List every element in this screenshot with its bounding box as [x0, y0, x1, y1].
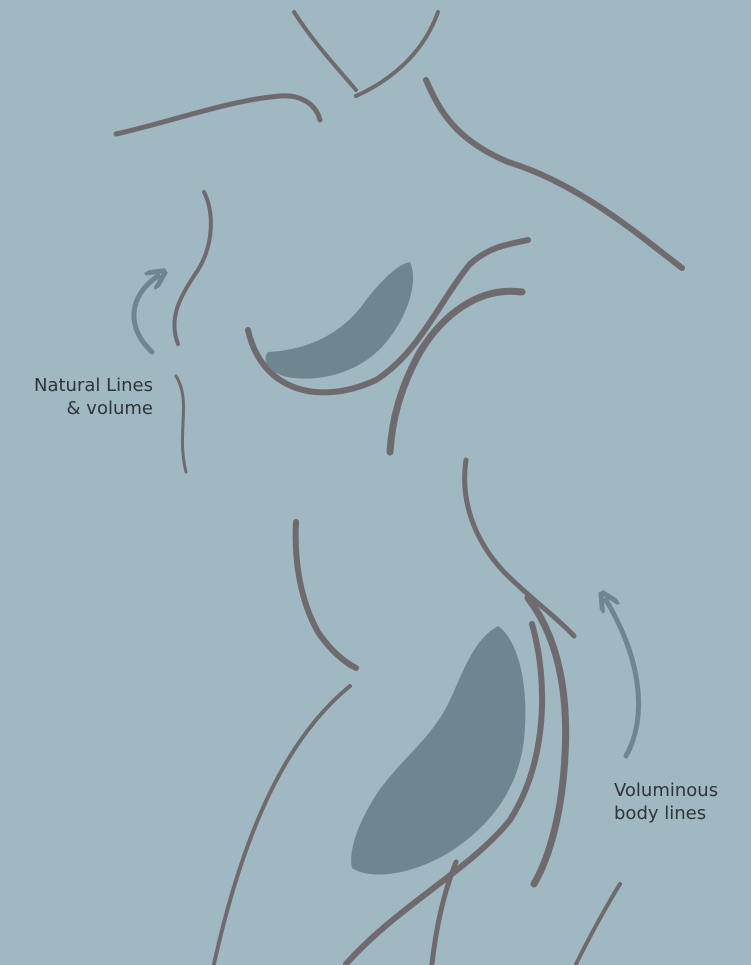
bust-volume-shape	[266, 262, 414, 379]
right-shoulder-line	[426, 80, 682, 268]
upward-curved-arrow-icon	[606, 600, 639, 756]
upward-curved-arrow-icon	[134, 276, 158, 352]
voluminous-body-lines-label: Voluminous body lines	[614, 779, 718, 825]
waist-left-line	[296, 522, 356, 668]
waist-right-line	[465, 460, 574, 636]
left-torso-upper-line	[174, 192, 211, 344]
right-leg-line	[576, 884, 620, 964]
left-torso-lower-line	[176, 376, 186, 472]
hip-volume-shape	[351, 626, 525, 875]
right-torso-line	[390, 291, 522, 452]
left-leg-line	[214, 686, 350, 964]
neck-left-line	[294, 12, 356, 90]
natural-lines-label: Natural Lines & volume	[34, 374, 153, 420]
left-shoulder-line	[116, 96, 320, 134]
